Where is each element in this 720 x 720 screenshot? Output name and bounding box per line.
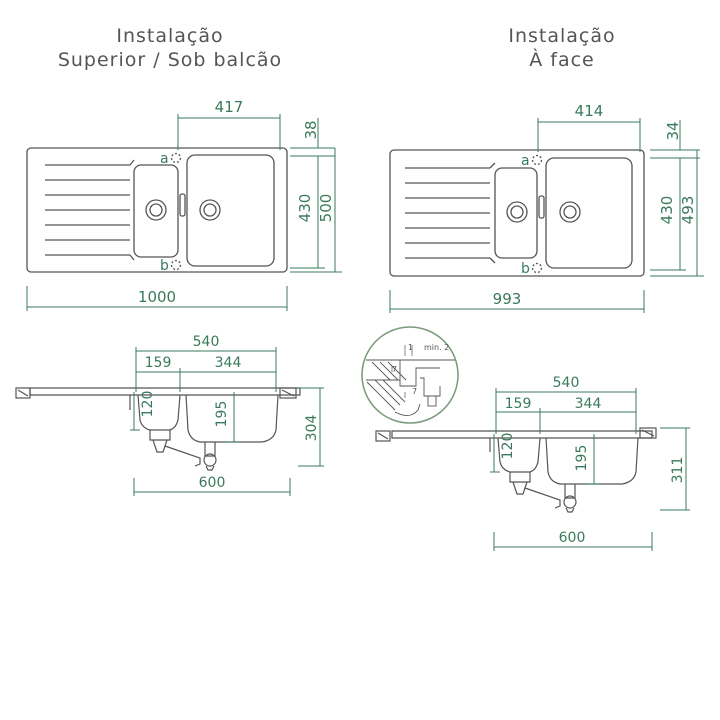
- left-small-waste: [149, 430, 171, 441]
- dim-left-bowl-width: 417: [215, 98, 244, 116]
- detail-circle: [361, 326, 459, 424]
- heading-flush-mount-line1: Instalação: [508, 25, 616, 47]
- dim-left-section-large-depth: 195: [214, 401, 230, 428]
- dim-right-section-span: 540: [553, 375, 580, 391]
- dim-left-section-small-depth: 120: [140, 391, 156, 418]
- dim-right-section-height: 311: [670, 457, 686, 484]
- dim-left-depth: 500: [317, 194, 335, 223]
- left-plan-view: [26, 147, 288, 273]
- right-large-drain: [559, 201, 581, 223]
- right-small-waste: [509, 472, 531, 483]
- flush-detail-callout: 1 min. 2 7 7: [361, 326, 459, 424]
- left-tap-hole-a: [170, 152, 182, 164]
- right-tap-label-b: b: [521, 261, 530, 277]
- right-plan-dim-text: 414 993 34 430 493: [493, 102, 697, 308]
- left-tap-label-b: b: [160, 258, 169, 274]
- right-section-small-bowl: [497, 437, 541, 473]
- detail-dim-top: 1: [408, 343, 413, 352]
- left-small-drain: [145, 199, 167, 221]
- dim-left-section-cabinet: 600: [199, 475, 226, 491]
- dim-left-section-span: 540: [193, 334, 220, 350]
- left-plan-dim-text: 417 1000 38 430 500: [138, 98, 335, 306]
- right-plan-view: [389, 149, 645, 277]
- right-small-drain: [506, 201, 528, 223]
- dim-right-top-offset: 34: [664, 121, 682, 140]
- right-top-sheet: [391, 430, 653, 439]
- dim-right-bowl-width: 414: [575, 102, 604, 120]
- left-section-dim-text: 540 159 344 120 195 304 600: [140, 334, 320, 491]
- left-top-sheet: [29, 387, 301, 396]
- right-section-large-bowl: [545, 437, 639, 485]
- dim-left-section-small-bowl: 159: [145, 355, 172, 371]
- right-plan-labels: a b: [521, 153, 530, 277]
- right-large-bowl: [545, 157, 633, 269]
- left-large-waste: [204, 442, 216, 457]
- dim-right-bowl-depth: 430: [658, 196, 676, 225]
- left-plan-dimensions: [26, 114, 342, 311]
- dim-left-section-height: 304: [304, 415, 320, 442]
- heading-top-mount-line2: Superior / Sob balcão: [57, 49, 283, 71]
- left-section-large-bowl: [185, 394, 279, 443]
- heading-top-mount-line1: Instalação: [116, 25, 224, 47]
- detail-dim-bottom: 7: [412, 387, 417, 396]
- left-plan-labels: a b: [160, 151, 169, 274]
- right-plan-dimensions: [389, 118, 704, 313]
- dim-left-top-offset: 38: [302, 120, 320, 139]
- right-tap-hole-b: [531, 262, 543, 274]
- dim-right-width: 993: [493, 290, 522, 308]
- left-section-small-bowl: [137, 394, 181, 431]
- dim-right-depth: 493: [679, 196, 697, 225]
- detail-dim-mid: 7: [392, 365, 397, 374]
- right-section-view: [375, 427, 657, 513]
- left-sink-outline: [26, 147, 288, 273]
- left-drainboard-ribs: [45, 159, 135, 261]
- dim-right-section-large-depth: 195: [574, 445, 590, 472]
- dim-right-section-small-depth: 120: [500, 433, 516, 460]
- dim-left-section-large-bowl: 344: [215, 355, 242, 371]
- left-small-bowl: [133, 164, 179, 258]
- dim-left-width: 1000: [138, 288, 176, 306]
- right-tap-label-a: a: [521, 153, 530, 169]
- dim-right-section-cabinet: 600: [559, 530, 586, 546]
- dim-right-section-large-bowl: 344: [575, 396, 602, 412]
- left-section-dimensions: [130, 347, 324, 496]
- left-section-view: [15, 387, 301, 471]
- right-large-waste: [564, 484, 576, 499]
- left-large-drain: [199, 199, 221, 221]
- left-tap-label-a: a: [160, 151, 169, 167]
- right-tap-hole-a: [531, 154, 543, 166]
- right-overflow: [538, 195, 545, 219]
- heading-top-mount: Instalação Superior / Sob balcão: [20, 24, 320, 72]
- right-sink-outline: [389, 149, 645, 277]
- right-section-dim-text: 540 159 344 120 195 311 600: [500, 375, 686, 546]
- dim-right-section-small-bowl: 159: [505, 396, 532, 412]
- right-section-dimensions: [490, 388, 690, 551]
- right-counter-edge-left: [375, 430, 391, 442]
- right-small-bowl: [494, 167, 538, 259]
- right-drainboard-ribs: [405, 162, 496, 264]
- left-tap-hole-b: [170, 259, 182, 271]
- detail-min-label: min. 2: [424, 343, 449, 352]
- dim-left-bowl-depth: 430: [296, 194, 314, 223]
- heading-flush-mount-line2: À face: [529, 49, 595, 71]
- heading-flush-mount: Instalação À face: [452, 24, 672, 72]
- left-overflow: [179, 193, 186, 217]
- left-large-bowl: [186, 154, 275, 267]
